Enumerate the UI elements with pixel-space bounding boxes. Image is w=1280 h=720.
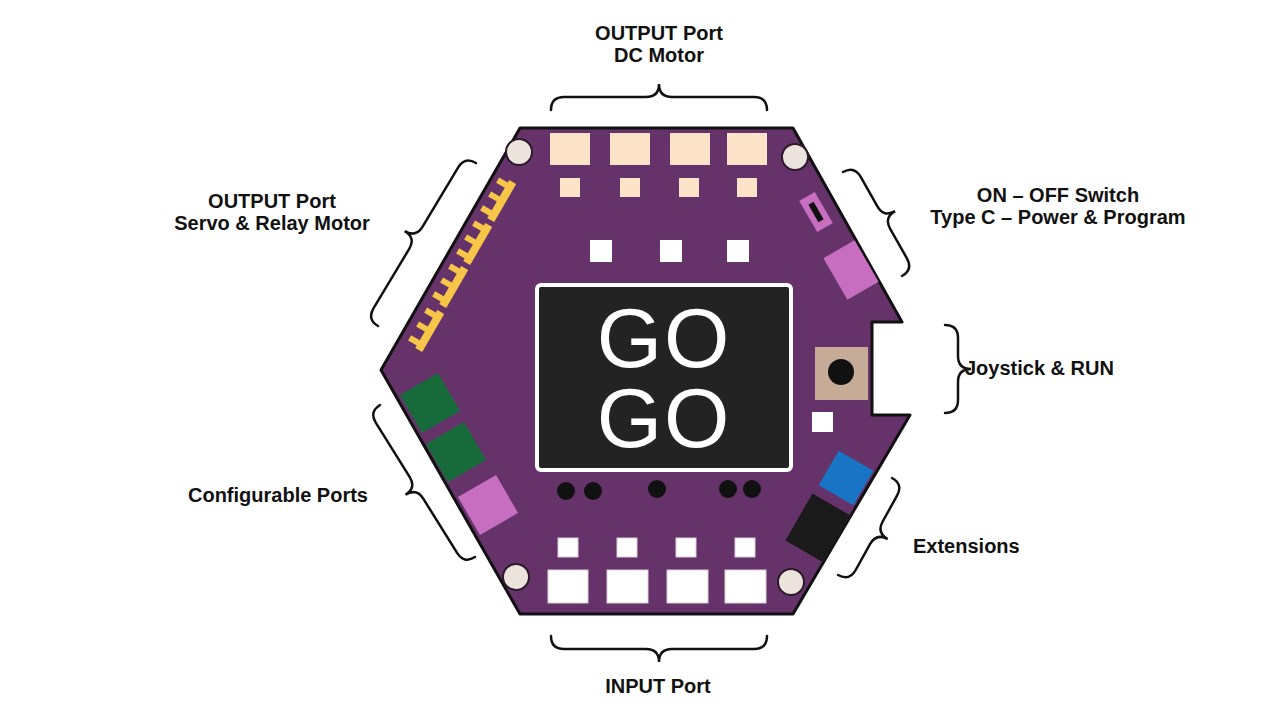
text-line: Configurable Ports (188, 484, 368, 506)
text-line: DC Motor (595, 44, 723, 66)
text-line: OUTPUT Port (174, 190, 370, 212)
input-pads (548, 538, 766, 603)
text-line: GO (597, 298, 732, 378)
dc-motor-pads (550, 133, 767, 197)
servo-connectors (407, 175, 517, 352)
joystick (815, 347, 868, 400)
text-line: Servo & Relay Motor (174, 212, 370, 234)
text-line: Joystick & RUN (965, 357, 1114, 379)
part-label: INPUT Port (605, 675, 711, 697)
curly-bracket (551, 636, 767, 662)
board-outline (381, 128, 910, 614)
text-line: OUTPUT Port (595, 22, 723, 44)
text-line: INPUT Port (605, 675, 711, 697)
text-line: Type C – Power & Program (930, 206, 1185, 228)
curly-bracket (373, 405, 475, 560)
display-screen: GO GO (535, 283, 793, 472)
part-label: OUTPUT Port DC Motor (595, 22, 723, 66)
configurable-ports (400, 373, 518, 535)
switch-and-usb (799, 192, 878, 300)
header-holes (557, 480, 761, 500)
text-line: GO (597, 378, 732, 458)
text-line: Extensions (913, 535, 1020, 557)
part-label: Extensions (913, 535, 1020, 557)
text-line: ON – OFF Switch (930, 184, 1185, 206)
curly-bracket (551, 84, 767, 110)
part-label: Joystick & RUN (965, 357, 1114, 379)
extension-ports (785, 451, 873, 563)
curly-bracket (838, 478, 899, 577)
mounting-holes (503, 139, 808, 595)
curly-bracket (371, 160, 476, 326)
curly-bracket (843, 170, 909, 276)
brackets (371, 84, 971, 662)
part-label: OUTPUT Port Servo & Relay Motor (174, 190, 370, 234)
part-label: ON – OFF Switch Type C – Power & Program (930, 184, 1185, 228)
part-label: Configurable Ports (188, 484, 368, 506)
logo-text: GO GO (597, 298, 732, 458)
